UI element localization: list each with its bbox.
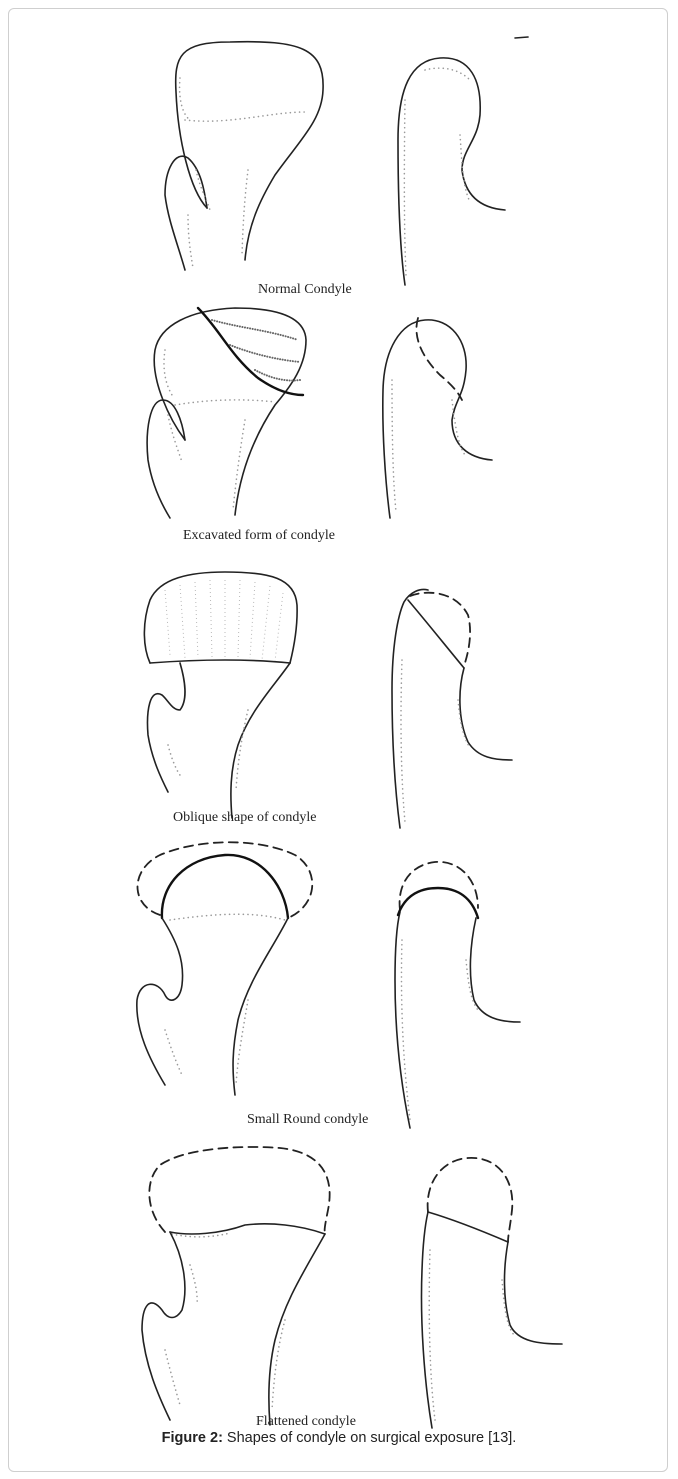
- medial-notch-outline: [460, 668, 512, 760]
- neck-right-outline: [231, 663, 290, 818]
- panel-label: Small Round condyle: [247, 1112, 368, 1128]
- oblique-dashed-cap: [410, 593, 470, 666]
- panel-small-round-condyle: Small Round condyle: [0, 830, 678, 1130]
- neck-left-outline: [148, 663, 185, 792]
- small-round-condyle-drawing: [0, 830, 678, 1130]
- neck-left-outline: [165, 156, 207, 270]
- round-head-outline: [162, 855, 288, 918]
- flattened-condyle-drawing: [0, 1130, 678, 1430]
- round-medial-outline: [398, 888, 478, 918]
- normal-medial-dashed: [428, 1158, 513, 1242]
- excavated-condyle-drawing: [0, 300, 678, 560]
- panel-oblique-condyle: Oblique shape of condyle: [0, 560, 678, 830]
- normal-condyle-drawing: [0, 20, 678, 300]
- medial-outline: [392, 590, 428, 829]
- head-base-line: [150, 660, 290, 663]
- medial-outline: [398, 58, 505, 285]
- neck-left-outline: [147, 400, 185, 518]
- condyle-head-outline: [176, 42, 323, 260]
- panel-label: Normal Condyle: [258, 282, 352, 298]
- neck-left-outline: [142, 1232, 185, 1420]
- panel-normal-condyle: Normal Condyle: [0, 20, 678, 300]
- neck-right-outline: [269, 1234, 325, 1425]
- caption-text: Shapes of condyle on surgical exposure […: [223, 1430, 516, 1446]
- oblique-cut-line: [408, 600, 464, 668]
- medial-outline: [421, 1212, 432, 1428]
- flattened-cut-line: [428, 1212, 508, 1242]
- panel-label: Oblique shape of condyle: [173, 810, 316, 826]
- flattened-head-line: [170, 1224, 325, 1234]
- neck-right-outline: [233, 918, 288, 1095]
- condyle-head-outline: [144, 572, 297, 663]
- panel-label: Excavated form of condyle: [183, 528, 335, 544]
- oblique-condyle-drawing: [0, 560, 678, 830]
- normal-outline-dashed: [149, 1147, 329, 1234]
- excavation-dashed-line: [416, 318, 462, 400]
- mark-stroke: [515, 37, 528, 38]
- medial-notch-outline: [470, 918, 520, 1022]
- figure-caption: Figure 2: Shapes of condyle on surgical …: [0, 1430, 678, 1446]
- panel-label: Flattened condyle: [256, 1414, 356, 1430]
- normal-medial-dashed: [400, 862, 478, 910]
- caption-label: Figure 2:: [162, 1430, 223, 1446]
- medial-outline: [383, 320, 492, 518]
- panel-flattened-condyle: Flattened condyle: [0, 1130, 678, 1430]
- panel-excavated-condyle: Excavated form of condyle: [0, 300, 678, 560]
- medial-notch-outline: [504, 1242, 562, 1344]
